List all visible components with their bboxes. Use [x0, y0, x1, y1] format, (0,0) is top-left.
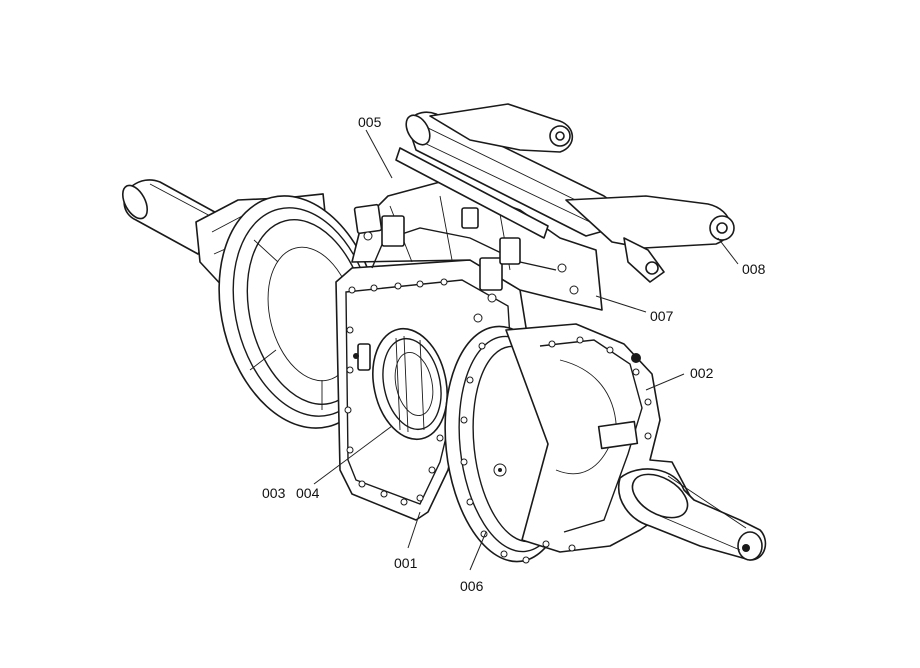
leader-008 — [717, 237, 739, 265]
callout-002: 002 — [690, 365, 714, 381]
callout-003: 003 — [262, 485, 286, 501]
leader-001 — [407, 511, 421, 549]
lift-cylinder — [395, 111, 615, 239]
right-axle-shaft — [617, 468, 767, 561]
callout-006: 006 — [460, 578, 484, 594]
right-lift-arm — [429, 103, 735, 283]
callout-008: 008 — [742, 261, 766, 277]
center-gearbox-casing — [335, 259, 529, 521]
leader-004 — [313, 425, 393, 485]
leader-006 — [469, 531, 487, 571]
callout-005: 005 — [358, 114, 382, 130]
leader-005 — [365, 129, 393, 179]
hydraulic-lift-frame — [351, 181, 603, 323]
callout-labels: 005 008 007 002 003 004 001 006 — [262, 114, 766, 594]
callout-001: 001 — [394, 555, 418, 571]
callout-007: 007 — [650, 308, 674, 324]
leader-002 — [645, 373, 685, 391]
callout-004: 004 — [296, 485, 320, 501]
leader-007 — [595, 295, 647, 313]
leader-lines — [313, 129, 739, 571]
